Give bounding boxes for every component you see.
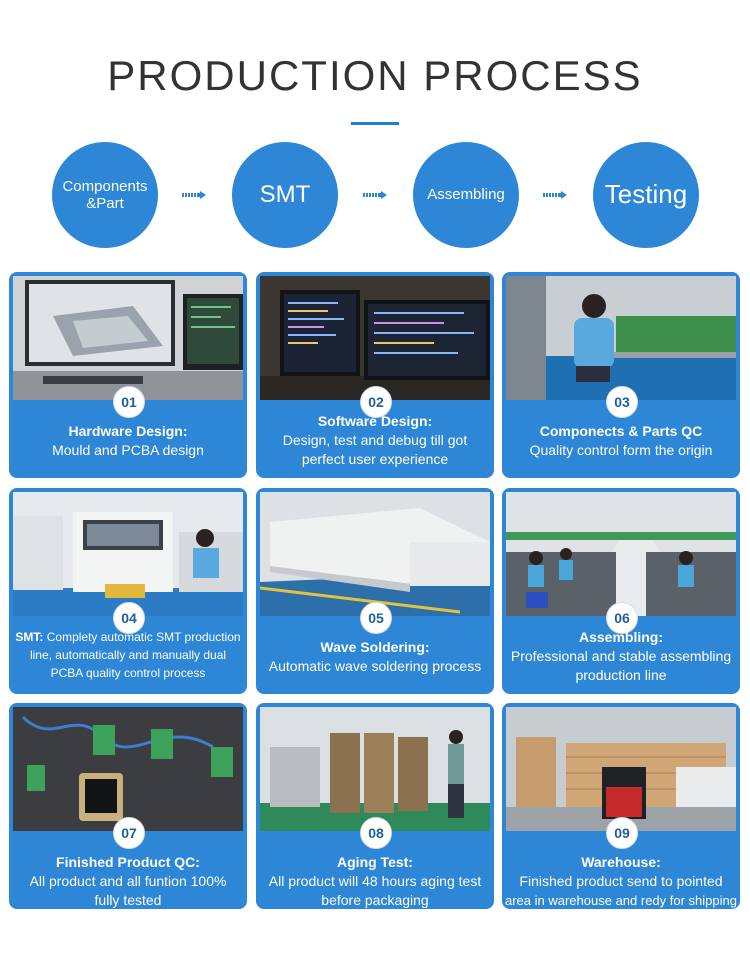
card-description: SMT: Complety automatic SMT production [9,628,247,646]
card-description-line3: PCBA quality control process [50,666,206,680]
card-heading: Componects & Parts QC [539,423,703,439]
card-description-line2: perfect user experience [301,451,449,467]
title-underline [351,122,399,125]
step-label: Components [62,177,148,195]
card-description: Quality control form the origin [529,442,713,458]
card-assembling: 06 Assembling: Professional and stable a… [502,488,740,694]
photo-warehouse [506,707,736,831]
step-label: SMT [259,181,311,209]
step-number-badge: 07 [113,817,145,849]
card-description-line2: area in warehouse and redy for shipping [505,893,737,908]
card-aging-test: 08 Aging Test: All product will 48 hours… [256,703,494,909]
step-number-badge: 04 [113,602,145,634]
card-smt: 04 SMT: Complety automatic SMT productio… [9,488,247,694]
card-heading: Wave Soldering: [320,639,430,655]
card-description: Automatic wave soldering process [268,658,482,674]
card-heading: Aging Test: [337,854,413,870]
card-heading: SMT: [15,630,44,644]
step-number-badge: 09 [606,817,638,849]
card-warehouse: 09 Warehouse: Finished product send to p… [502,703,740,909]
step-components-part: Components&Part [52,142,158,248]
photo-assembling [506,492,736,616]
card-description-line2: fully tested [94,892,162,908]
card-hardware-design: 01 Hardware Design: Mould and PCBA desig… [9,272,247,478]
card-components-qc: 03 Componects & Parts QC Quality control… [502,272,740,478]
step-smt: SMT [232,142,338,248]
arrow-right-icon [363,191,387,199]
card-heading: Software Design: [317,413,433,429]
card-finished-product-qc: 07 Finished Product QC: All product and … [9,703,247,909]
step-testing: Testing [593,142,699,248]
card-description: All product will 48 hours aging test [268,873,482,889]
card-description: Professional and stable assembling [510,648,732,664]
photo-software-design [260,276,490,400]
step-label: Assembling [427,186,505,204]
step-label-line2: &Part [86,195,124,212]
page-title: PRODUCTION PROCESS [107,52,643,99]
card-heading: Warehouse: [581,854,661,870]
card-description-line1: Complety automatic SMT production [46,630,241,644]
photo-wave-soldering [260,492,490,616]
step-number-badge: 06 [606,602,638,634]
step-number-badge: 05 [360,602,392,634]
card-description: Design, test and debug till got [282,432,468,448]
photo-aging-test [260,707,490,831]
step-label: Testing [604,179,688,210]
step-number-badge: 08 [360,817,392,849]
arrow-right-icon [543,191,567,199]
photo-components-qc [506,276,736,400]
card-wave-soldering: 05 Wave Soldering: Automatic wave solder… [256,488,494,694]
photo-smt [13,492,243,616]
card-description: Finished product send to pointed [519,873,723,889]
card-description-line2: production line [575,667,667,683]
card-description-line2: before packaging [321,892,429,908]
arrow-right-icon [182,191,206,199]
photo-hardware-design [13,276,243,400]
step-number-badge: 02 [360,386,392,418]
step-number-badge: 03 [606,386,638,418]
card-description: Mould and PCBA design [52,442,204,458]
card-software-design: 02 Software Design: Design, test and deb… [256,272,494,478]
photo-finished-product-qc [13,707,243,831]
card-heading: Finished Product QC: [56,854,200,870]
card-heading: Assembling: [578,629,663,645]
card-description: All product and all funtion 100% [29,873,227,889]
card-description-line2: line, automatically and manually dual [29,648,227,662]
step-assembling: Assembling [413,142,519,248]
step-number-badge: 01 [113,386,145,418]
card-heading: Hardware Design: [68,423,188,439]
